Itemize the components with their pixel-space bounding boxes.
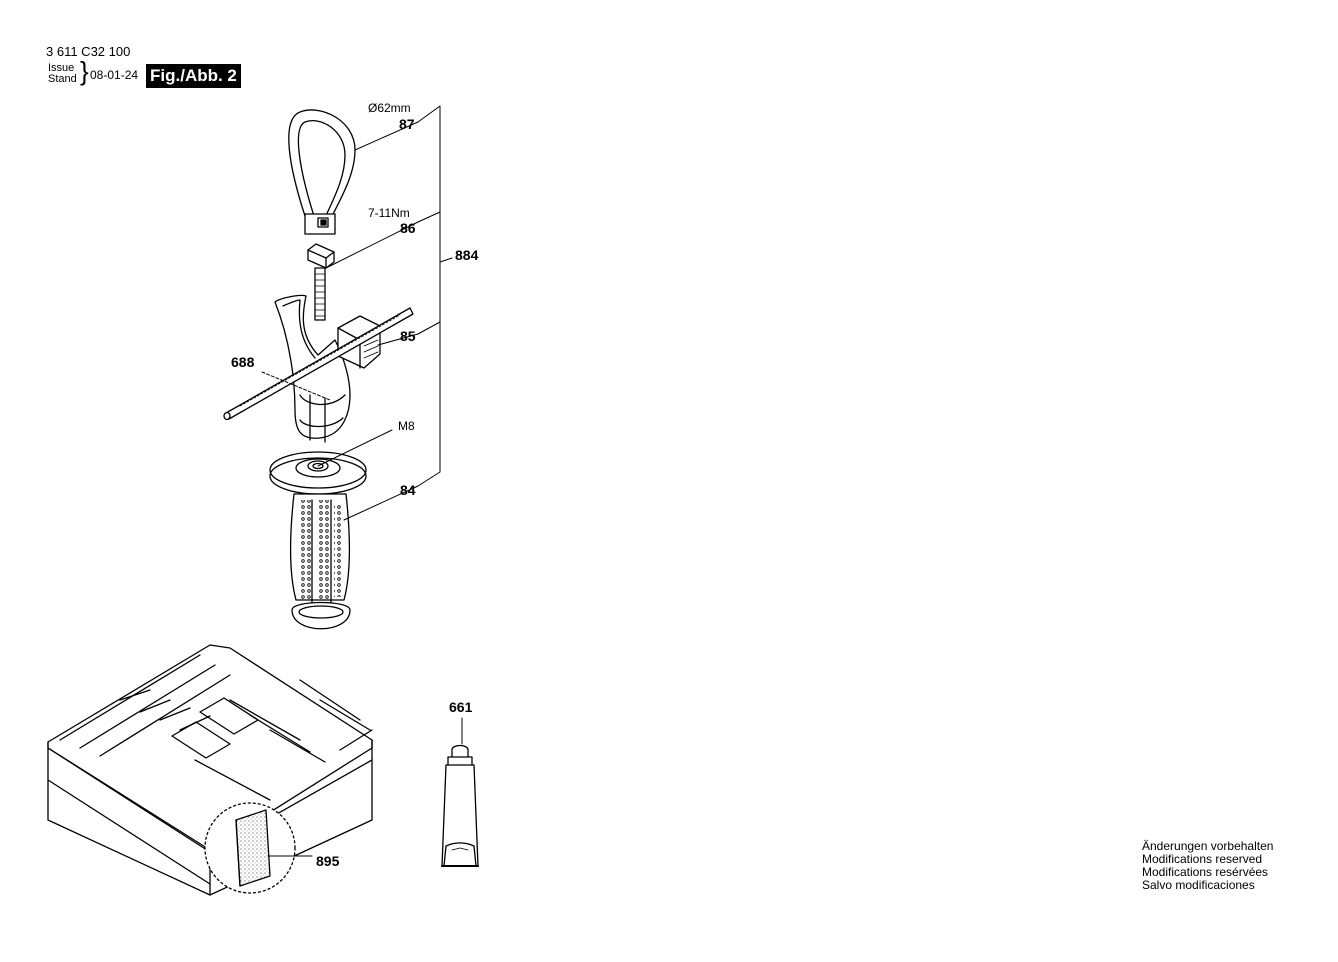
label-diameter-62mm: Ø62mm <box>368 101 411 115</box>
document-number: 3 611 C32 100 <box>46 44 131 59</box>
note-line: Änderungen vorbehalten <box>1142 839 1274 853</box>
issue-label: Issue <box>48 62 75 74</box>
label-part-895: 895 <box>316 853 340 869</box>
issue-date: 08-01-24 <box>90 68 139 82</box>
modification-notes: Änderungen vorbehalten Modifications res… <box>1142 840 1273 892</box>
label-part-688: 688 <box>231 354 255 370</box>
label-part-84: 84 <box>400 482 416 498</box>
label-part-884: 884 <box>455 247 479 263</box>
label-thread-m8: M8 <box>398 419 415 433</box>
note-line: Modifications reserved <box>1142 852 1263 866</box>
label-part-86: 86 <box>400 220 416 236</box>
note-line: Salvo modificaciones <box>1142 878 1255 892</box>
clamp-handle-85 <box>274 294 381 443</box>
strap-87 <box>288 109 356 235</box>
stand-label: Stand <box>48 73 77 85</box>
brace-glyph: } <box>80 56 89 86</box>
label-part-87: 87 <box>399 116 415 132</box>
figure-label: Fig./Abb. 2 <box>146 64 241 88</box>
carrying-case <box>47 644 373 896</box>
bolt-86 <box>307 243 335 321</box>
grease-tube-661 <box>441 744 479 867</box>
issue-stand-label: Issue Stand <box>48 63 77 85</box>
label-part-661: 661 <box>449 699 473 715</box>
label-part-85: 85 <box>400 328 416 344</box>
leader-lines <box>261 105 463 857</box>
label-torque-7-11nm: 7-11Nm <box>368 206 410 220</box>
depth-rod-688 <box>223 307 414 421</box>
aux-handle-84 <box>269 451 367 630</box>
note-line: Modifications resérvées <box>1142 865 1269 879</box>
